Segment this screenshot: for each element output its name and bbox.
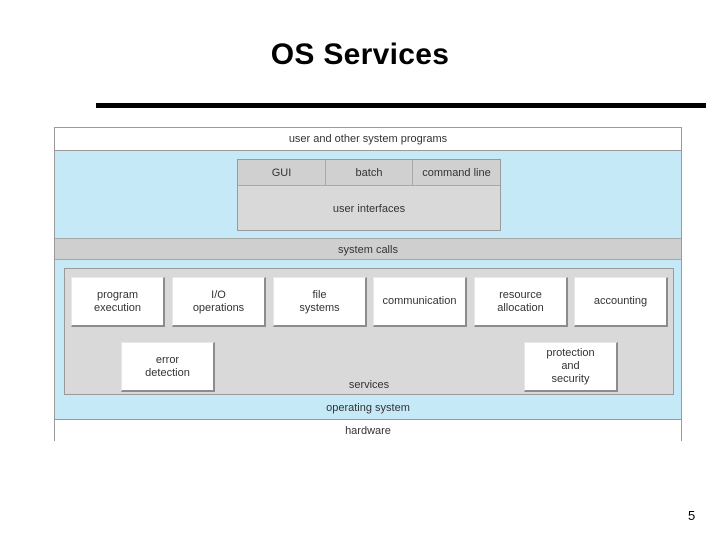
services-label: services <box>348 379 390 391</box>
title-rule <box>96 103 706 108</box>
services-box: program execution I/O operations file sy… <box>64 268 674 395</box>
service-resource-allocation: resource allocation <box>474 277 568 327</box>
service-error-detection: error detection <box>121 342 215 392</box>
service-file-systems: file systems <box>273 277 367 327</box>
service-protection-security: protection and security <box>524 342 618 392</box>
service-program-execution: program execution <box>71 277 165 327</box>
page-number: 5 <box>688 508 696 523</box>
gui-cell: GUI <box>238 160 326 186</box>
operating-system-label: operating system <box>55 398 681 418</box>
service-accounting: accounting <box>574 277 668 327</box>
user-interfaces-box: GUI batch command line user interfaces <box>237 159 501 231</box>
slide-title: OS Services <box>270 38 450 71</box>
user-interfaces-label: user interfaces <box>332 203 406 215</box>
service-communication: communication <box>373 277 467 327</box>
command-line-cell: command line <box>413 160 500 186</box>
service-io-operations: I/O operations <box>172 277 266 327</box>
hardware-layer: hardware <box>55 419 681 442</box>
batch-cell: batch <box>326 160 413 186</box>
user-programs-layer: user and other system programs <box>55 128 681 151</box>
system-calls-layer: system calls <box>55 238 681 260</box>
os-services-diagram: user and other system programs GUI batch… <box>54 127 682 442</box>
